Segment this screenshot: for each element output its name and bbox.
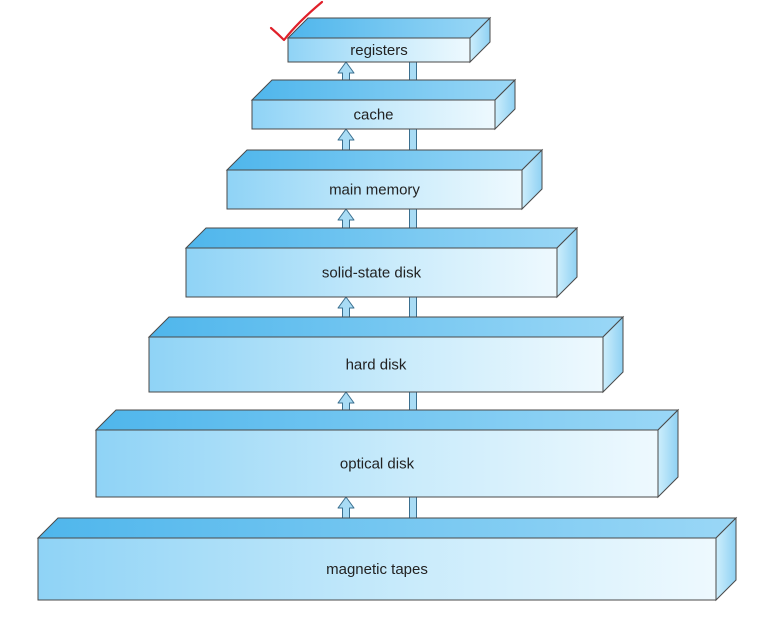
box-top-face: [286, 17, 492, 39]
level-label: magnetic tapes: [326, 561, 428, 578]
box-top-face: [147, 316, 625, 338]
level-label: optical disk: [340, 456, 415, 473]
level-optical-disk: optical disk: [94, 408, 680, 499]
box-front-face: [287, 37, 471, 63]
level-magnetic-tapes: magnetic tapes: [36, 516, 738, 602]
level-label: hard disk: [346, 357, 407, 374]
level-label: registers: [350, 42, 408, 59]
box-top-face: [184, 227, 579, 249]
levels-layer: registers cache main memory solid-state dis…: [36, 16, 738, 602]
box-top-face: [250, 79, 517, 101]
box-top-face: [36, 517, 738, 539]
box-front-face: [95, 429, 659, 498]
level-registers: registers: [286, 16, 492, 64]
box-front-face: [148, 336, 604, 393]
level-main-memory: main memory: [225, 148, 544, 211]
box-top-face: [94, 409, 680, 431]
box-front-face: [37, 537, 717, 601]
box-front-face: [226, 169, 523, 210]
level-label: main memory: [329, 182, 420, 199]
level-solid-state-disk: solid-state disk: [184, 226, 579, 299]
level-label: cache: [353, 107, 393, 124]
box-top-face: [225, 149, 544, 171]
level-hard-disk: hard disk: [147, 315, 625, 394]
level-label: solid-state disk: [322, 265, 422, 282]
checkmark-annotation: [269, 0, 324, 42]
box-front-face: [185, 247, 558, 298]
box-front-face: [251, 99, 496, 130]
level-cache: cache: [250, 78, 517, 131]
